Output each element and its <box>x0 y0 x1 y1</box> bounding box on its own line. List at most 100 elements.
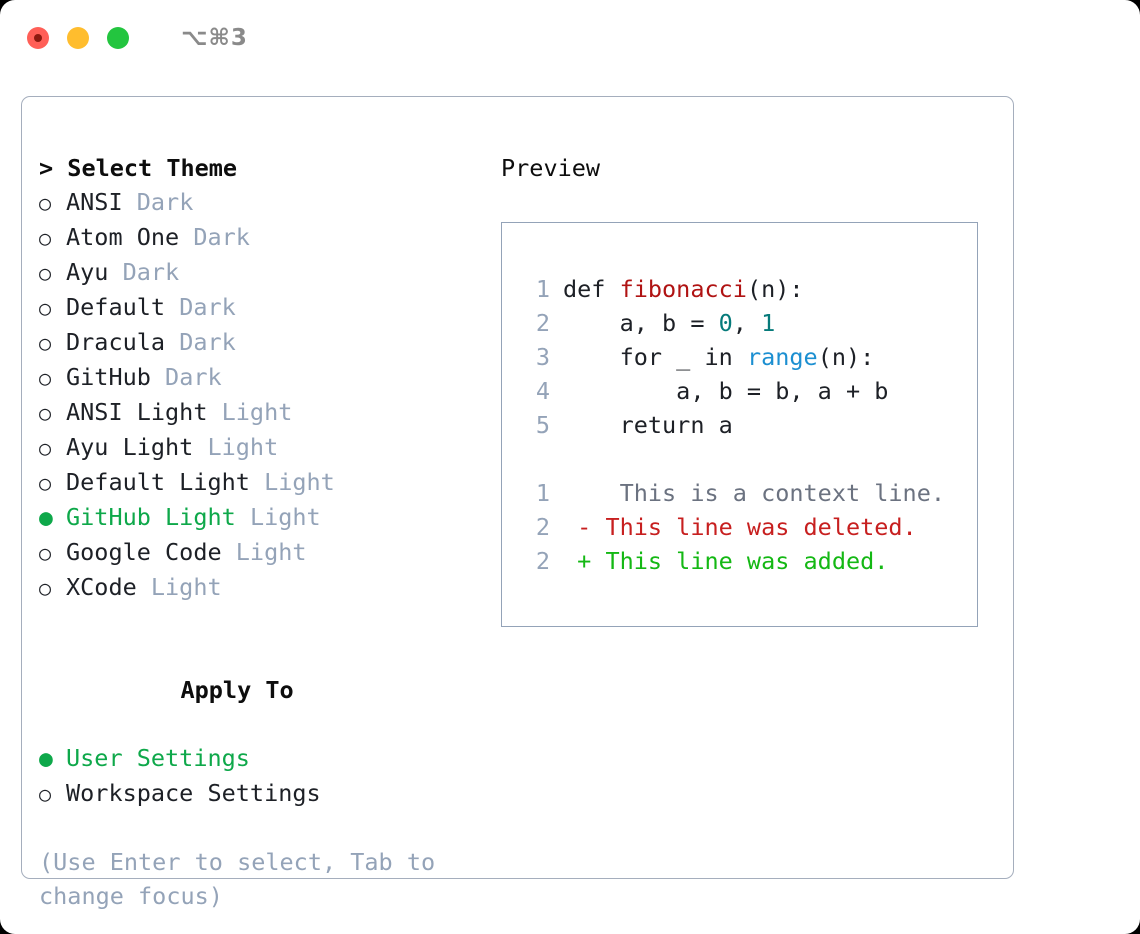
code-token-num: 1 <box>761 309 776 337</box>
title-bar: ⌥⌘3 <box>0 0 1140 76</box>
radio-unselected-icon: ○ <box>39 782 52 806</box>
apply-to-heading: Apply To <box>39 639 492 741</box>
theme-selection-column: > Select Theme ○ANSI Dark○Atom One Dark○… <box>22 97 492 910</box>
theme-option-ansi-light[interactable]: ○ ANSI Light Light <box>39 395 492 430</box>
theme-option-google-code[interactable]: ○ Google Code Light <box>39 535 492 570</box>
line-number: 4 <box>535 377 550 405</box>
theme-option-variant-badge: Dark <box>136 188 194 216</box>
code-diff-spacer <box>522 442 977 476</box>
theme-option-label: Default Light <box>66 468 265 496</box>
diff-line-add: 2 + This line was added. <box>522 544 977 578</box>
apply-to-option-user-settings[interactable]: ● User Settings <box>39 741 492 776</box>
code-token-plain: , <box>732 309 762 337</box>
theme-option-variant-badge: Light <box>235 538 307 566</box>
code-token-num: 0 <box>718 309 733 337</box>
radio-selected-icon: ● <box>39 505 53 531</box>
code-token-plain: for _ in <box>563 343 747 371</box>
code-line: 3 for _ in range(n): <box>522 340 977 374</box>
keyboard-shortcut-label: ⌥⌘3 <box>181 25 248 51</box>
radio-unselected-icon: ○ <box>39 261 52 285</box>
maximize-button[interactable] <box>107 27 129 49</box>
apply-to-option-label: Workspace Settings <box>66 779 321 807</box>
radio-unselected-icon: ○ <box>39 226 52 250</box>
theme-option-label: ANSI <box>66 188 137 216</box>
theme-option-variant-badge: Light <box>221 398 293 426</box>
line-number: 5 <box>535 411 550 439</box>
line-number: 1 <box>535 275 550 303</box>
main-panel: > Select Theme ○ANSI Dark○Atom One Dark○… <box>21 96 1014 910</box>
code-line: 5 return a <box>522 408 977 442</box>
theme-option-label: GitHub Light <box>66 503 250 531</box>
preview-heading: Preview <box>501 154 601 182</box>
line-number: 2 <box>535 309 550 337</box>
minimize-button[interactable] <box>67 27 89 49</box>
code-token-plain: (n): <box>817 343 875 371</box>
theme-option-label: ANSI Light <box>66 398 222 426</box>
theme-option-atom-one[interactable]: ○Atom One Dark <box>39 220 492 255</box>
window-controls <box>27 27 129 49</box>
code-token-plain: a, b = <box>563 309 719 337</box>
keyboard-hint: (Use Enter to select, Tab to change focu… <box>39 848 436 910</box>
diff-line-del: 2 - This line was deleted. <box>522 510 977 544</box>
radio-unselected-icon: ○ <box>39 471 52 495</box>
code-token-plain: def <box>563 275 620 303</box>
theme-option-label: Atom One <box>66 223 194 251</box>
preview-column: Preview 1 def fibonacci (n): 2 a, b = 0, 1 3… <box>492 97 1013 878</box>
select-theme-heading: > Select Theme <box>39 154 238 182</box>
theme-option-xcode[interactable]: ○XCode Light <box>39 570 492 605</box>
theme-option-variant-badge: Light <box>207 433 279 461</box>
theme-option-github[interactable]: ○ GitHub Dark <box>39 360 492 395</box>
theme-option-default-light[interactable]: ○Default Light Light <box>39 465 492 500</box>
radio-selected-icon: ● <box>39 746 53 772</box>
diff-line-text: - This line was deleted. <box>563 513 917 541</box>
theme-option-variant-badge: Dark <box>122 258 180 286</box>
diff-line-text: This is a context line. <box>563 479 946 507</box>
theme-option-github-light[interactable]: ● GitHub Light Light <box>39 500 492 535</box>
theme-option-label: Default <box>66 293 180 321</box>
radio-unselected-icon: ○ <box>39 541 52 565</box>
radio-unselected-icon: ○ <box>39 436 52 460</box>
theme-option-dracula[interactable]: ○Dracula Dark <box>39 325 492 360</box>
radio-unselected-icon: ○ <box>39 401 52 425</box>
theme-option-label: Google Code <box>66 538 236 566</box>
radio-unselected-icon: ○ <box>39 366 52 390</box>
theme-option-variant-badge: Light <box>150 573 222 601</box>
theme-option-list[interactable]: ○ ANSI Dark ○ Atom One Dark ○ Ayu Dark ○ Defaul… <box>39 185 492 605</box>
theme-option-default[interactable]: ○ Default Dark <box>39 290 492 325</box>
close-button[interactable] <box>27 27 49 49</box>
line-number: 1 <box>535 479 550 507</box>
theme-option-variant-badge: Light <box>249 503 321 531</box>
theme-option-variant-badge: Dark <box>165 363 222 391</box>
apply-to-option-label: User Settings <box>66 744 250 772</box>
diff-line-text: + This line was added. <box>563 547 889 575</box>
theme-option-label: Ayu <box>66 258 123 286</box>
radio-unselected-icon: ○ <box>39 191 52 215</box>
apply-to-option-workspace-settings[interactable]: ○ Workspace Settings <box>39 776 492 811</box>
line-number: 2 <box>535 513 550 541</box>
code-token-plain: return a <box>563 411 733 439</box>
theme-option-ayu-light[interactable]: ○ Ayu Light Light <box>39 430 492 465</box>
code-line: 4 a, b = b, a + b <box>522 374 977 408</box>
theme-option-ayu[interactable]: ○ Ayu Dark <box>39 255 492 290</box>
apply-to-option-list[interactable]: ● User Settings ○ Workspace Settings <box>39 741 492 811</box>
theme-option-label: Ayu Light <box>66 433 208 461</box>
theme-option-label: XCode <box>66 573 151 601</box>
diff-line-ctx: 1 This is a context line. <box>522 476 977 510</box>
theme-option-variant-badge: Dark <box>179 293 236 321</box>
line-number: 3 <box>535 343 550 371</box>
code-token-call: range <box>746 343 818 371</box>
radio-unselected-icon: ○ <box>39 331 52 355</box>
apply-to-heading-label: Apply To <box>180 676 294 704</box>
code-token-fn: fibonacci <box>619 275 747 303</box>
hint-spacer <box>39 811 492 845</box>
code-token-plain: a, b = b, a + b <box>563 377 889 405</box>
radio-unselected-icon: ○ <box>39 296 52 320</box>
theme-option-ansi[interactable]: ○ ANSI Dark <box>39 185 492 220</box>
preview-code-box: 1 def fibonacci (n): 2 a, b = 0, 1 3 for _ i… <box>501 222 978 627</box>
diff-sample: 1 This is a context line.2 - This line w… <box>522 476 977 578</box>
theme-option-label: Dracula <box>66 328 180 356</box>
theme-option-label: GitHub <box>66 363 166 391</box>
section-spacer <box>39 605 492 639</box>
